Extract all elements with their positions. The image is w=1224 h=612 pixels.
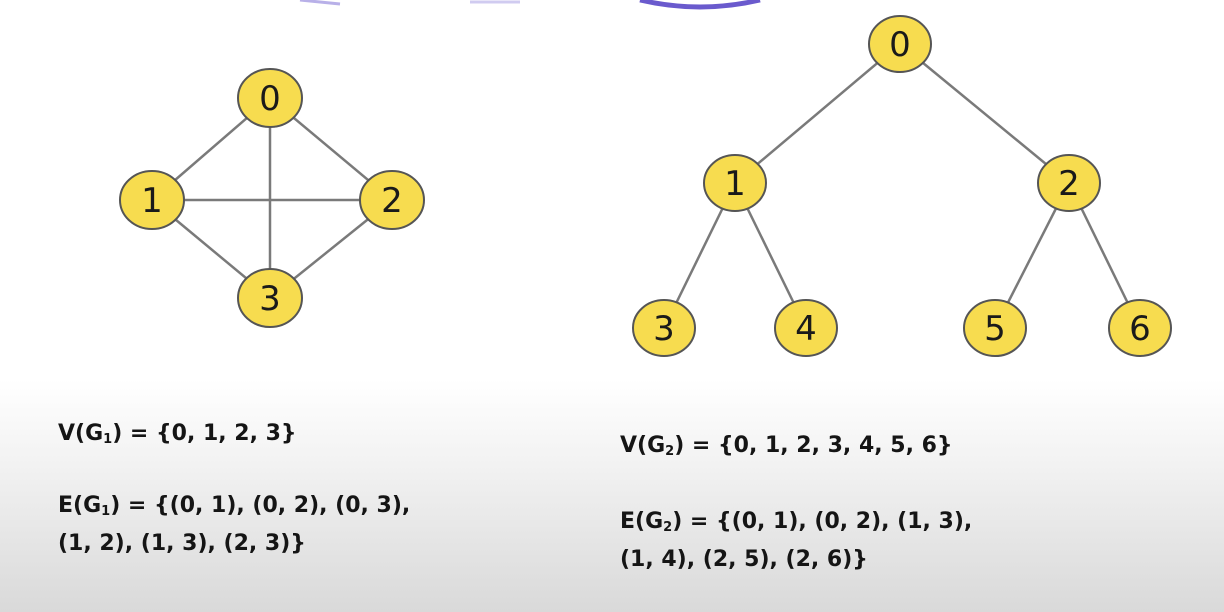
graph-g2: 0 1 2 3 4 5 6 — [632, 15, 1172, 357]
g1-node-1 — [119, 170, 185, 230]
g1-node-0 — [237, 68, 303, 128]
g2-node-0 — [868, 15, 932, 73]
g2-node-5 — [963, 299, 1027, 357]
g2-edge-0-1 — [734, 43, 901, 184]
g1-node-label-3: 3 — [259, 279, 281, 319]
edge-set-g2: E(G2) = {(0, 1), (0, 2), (1, 3), (1, 4),… — [620, 509, 973, 572]
g1-node-2 — [359, 170, 425, 230]
g2-node-label-1: 1 — [724, 164, 746, 204]
g1-node-label-2: 2 — [381, 181, 403, 221]
vertex-set-g1: V(G1) = {0, 1, 2, 3} — [58, 421, 297, 447]
g2-node-label-3: 3 — [653, 309, 675, 349]
vertex-set-g2: V(G2) = {0, 1, 2, 3, 4, 5, 6} — [620, 433, 953, 459]
g2-node-label-5: 5 — [984, 309, 1006, 349]
g2-node-label-2: 2 — [1058, 164, 1080, 204]
g2-node-6 — [1108, 299, 1172, 357]
g2-node-4 — [774, 299, 838, 357]
g1-node-3 — [237, 268, 303, 328]
g2-node-3 — [632, 299, 696, 357]
g2-node-1 — [703, 154, 767, 212]
g2-node-2 — [1037, 154, 1101, 212]
top-decoration-arc — [299, 0, 761, 10]
g2-node-label-6: 6 — [1129, 309, 1151, 349]
g1-node-label-1: 1 — [141, 181, 163, 221]
g2-edge-0-2 — [899, 43, 1070, 184]
g2-node-label-0: 0 — [889, 25, 911, 65]
edge-set-g1: E(G1) = {(0, 1), (0, 2), (0, 3), (1, 2),… — [58, 493, 411, 556]
graph-g1: 0 1 2 3 — [119, 68, 425, 328]
g2-node-label-4: 4 — [795, 309, 817, 349]
g1-node-label-0: 0 — [259, 79, 281, 119]
